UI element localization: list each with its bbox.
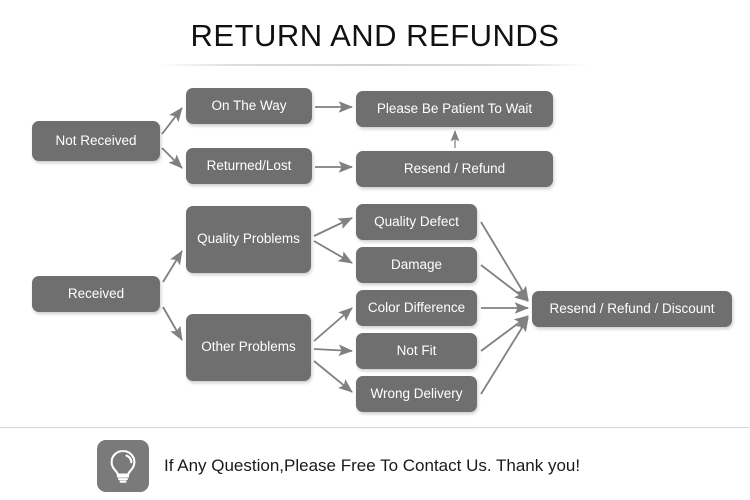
edge-received-quality-problems xyxy=(162,250,183,283)
title-divider xyxy=(160,64,590,66)
edge-quality-problems-damage xyxy=(313,240,353,264)
node-quality-problems[interactable]: Quality Problems xyxy=(186,206,311,273)
page-title: RETURN AND REFUNDS xyxy=(190,18,560,53)
node-not-received[interactable]: Not Received xyxy=(32,121,160,161)
edge-other-problems-not-fit xyxy=(313,344,354,357)
edge-not-fit-resend-refund-discount xyxy=(480,315,529,352)
edge-not-received-returned-lost xyxy=(161,147,183,169)
node-wrong-delivery[interactable]: Wrong Delivery xyxy=(356,376,477,412)
footer: If Any Question,Please Free To Contact U… xyxy=(97,440,580,492)
node-not-fit[interactable]: Not Fit xyxy=(356,333,477,369)
lightbulb-icon xyxy=(97,440,149,492)
edge-other-problems-wrong-delivery xyxy=(313,360,353,393)
edge-damage-resend-refund-discount xyxy=(480,264,529,302)
edge-received-other-problems xyxy=(162,306,183,341)
node-resend-refund[interactable]: Resend / Refund xyxy=(356,151,553,187)
node-please-be-patient-to-wait[interactable]: Please Be Patient To Wait xyxy=(356,91,553,127)
node-color-difference[interactable]: Color Difference xyxy=(356,290,477,326)
node-damage[interactable]: Damage xyxy=(356,247,477,283)
edge-quality-problems-quality-defect xyxy=(313,217,353,237)
node-resend-refund-discount[interactable]: Resend / Refund / Discount xyxy=(532,291,732,327)
edge-wrong-delivery-resend-refund-discount xyxy=(480,317,529,395)
footer-text: If Any Question,Please Free To Contact U… xyxy=(164,456,581,475)
node-returned-lost[interactable]: Returned/Lost xyxy=(186,148,312,184)
node-quality-defect[interactable]: Quality Defect xyxy=(356,204,477,240)
node-on-the-way[interactable]: On The Way xyxy=(186,88,312,124)
node-other-problems[interactable]: Other Problems xyxy=(186,314,311,381)
edge-other-problems-color-difference xyxy=(313,307,353,342)
edge-not-received-on-the-way xyxy=(161,107,183,135)
edge-quality-defect-resend-refund-discount xyxy=(480,221,529,301)
node-received[interactable]: Received xyxy=(32,276,160,312)
footer-divider xyxy=(0,427,750,428)
